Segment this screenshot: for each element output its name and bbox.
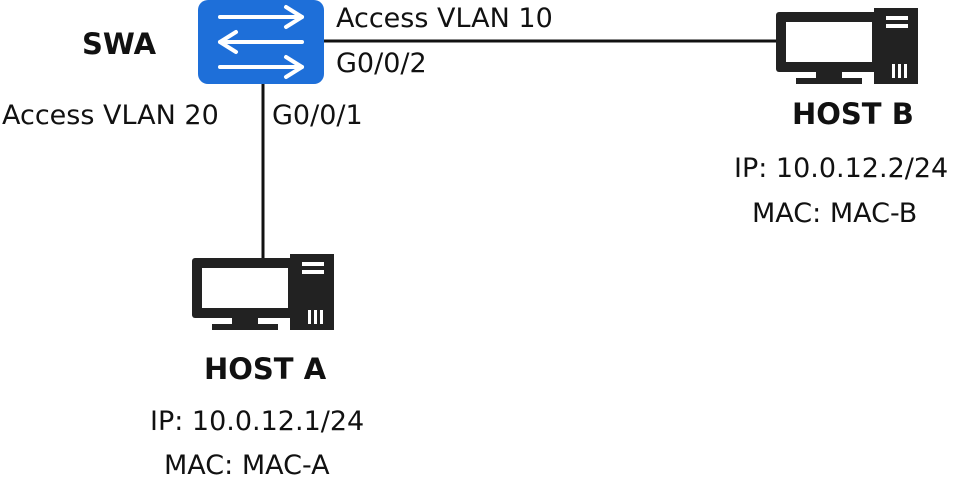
host-b-ip: IP: 10.0.12.2/24 <box>734 153 949 184</box>
link-a-port-label: G0/0/1 <box>272 100 363 131</box>
switch-icon <box>198 0 324 84</box>
host-b-mac: MAC: MAC-B <box>752 198 918 229</box>
link-b-port-label: G0/0/2 <box>336 48 427 79</box>
host-a-mac: MAC: MAC-A <box>164 450 330 481</box>
host-b-computer-icon <box>776 8 918 84</box>
host-a-name: HOST A <box>204 352 327 386</box>
switch-name: SWA <box>82 27 157 61</box>
link-b-vlan-label: Access VLAN 10 <box>336 3 553 34</box>
host-a-computer-icon <box>192 254 334 330</box>
host-b-name: HOST B <box>792 97 914 131</box>
host-a-ip: IP: 10.0.12.1/24 <box>150 406 365 437</box>
link-a-vlan-label: Access VLAN 20 <box>2 100 219 131</box>
